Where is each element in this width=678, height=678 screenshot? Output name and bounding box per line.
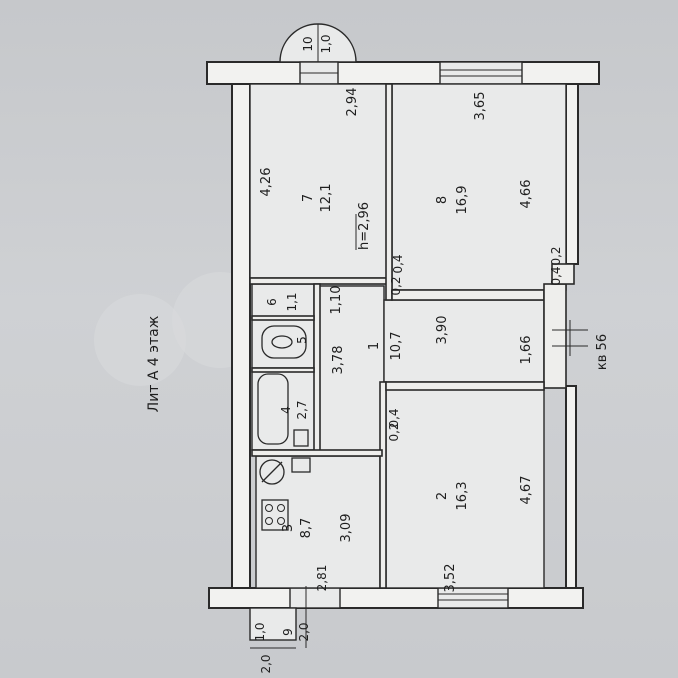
room-1-width: 1,10 [329,286,344,315]
stove-vent [259,459,285,485]
room-4 [251,369,319,451]
room-7-width: 2,94 [345,88,360,117]
room-7 [249,83,391,279]
room-3-length: 3,09 [339,514,354,543]
room-4-area: 2,7 [295,400,309,419]
room-9-number: 9 [281,628,295,636]
rooms [249,83,567,641]
room-3-area: 8,7 [299,518,314,539]
room-7-length: 4,26 [259,168,274,197]
room-8-niche: 0,4 [391,254,405,273]
room-8-niche4: 0,2 [549,246,563,265]
room-1-length: 3,78 [331,346,346,375]
stove [261,499,289,531]
sink [293,429,309,447]
room-1-hall [317,285,385,453]
room-8-niche2: 0,2 [389,276,403,295]
left-wall [231,83,251,589]
room-10-number: 10 [301,36,315,51]
room-2-width: 3,52 [443,564,458,593]
kitchen-sink [291,457,311,473]
room-8-niche3: 0,4 [549,266,563,285]
room-8-number: 8 [435,196,450,204]
room-1-area: 10,7 [389,332,404,361]
room-6-number: 6 [265,298,279,306]
room-4-number: 4 [279,406,293,414]
room-5-number: 5 [295,336,309,344]
room-8 [391,83,567,291]
room-8-length: 4,66 [519,180,534,209]
room-8-width: 3,65 [473,92,488,121]
room-7-number: 7 [301,194,316,202]
room-6 [251,283,315,319]
room-3-number: 3 [281,524,296,532]
windows [289,61,523,609]
room-1-corridor [383,299,545,383]
partitions [249,83,588,589]
fixtures [257,325,311,531]
room-8-area: 16,9 [455,186,470,215]
room-3-width: 2,81 [315,565,329,592]
room-6-area: 1,1 [285,292,299,311]
room-3 [255,455,381,589]
room-2-niche2: 0,2 [387,422,401,441]
room-2-number: 2 [435,492,450,500]
room-7-area: 12,1 [319,184,334,213]
right-wall-upper [565,83,579,265]
room-2 [385,387,545,589]
room-2-niche: 0,4 [387,408,401,427]
labels: Лит А 4 этаж кв 56 10 1,0 2,94 4,26 7 12… [146,34,610,673]
apartment-label: кв 56 [595,334,610,370]
room-9 [249,607,297,641]
room-1-number: 1 [367,342,382,350]
room-2-length: 4,67 [519,476,534,505]
room-9-area: 2,0 [297,622,311,641]
room-9-length: 2,0 [259,654,273,673]
room-10-area: 1,0 [319,34,333,53]
room-1-side2: 1,66 [519,336,534,365]
bathtub [257,373,289,445]
right-wall-lower [565,385,577,589]
dimension-lines [250,214,357,649]
top-wall [206,61,600,85]
bottom-wall [208,587,584,609]
room-1-side: 3,90 [435,316,450,345]
ceiling-height: h=2,96 [357,202,372,250]
room-2-area: 16,3 [455,482,470,511]
toilet [261,325,307,359]
room-9-width: 1,0 [253,622,267,641]
plan-title: Лит А 4 этаж [146,315,162,412]
